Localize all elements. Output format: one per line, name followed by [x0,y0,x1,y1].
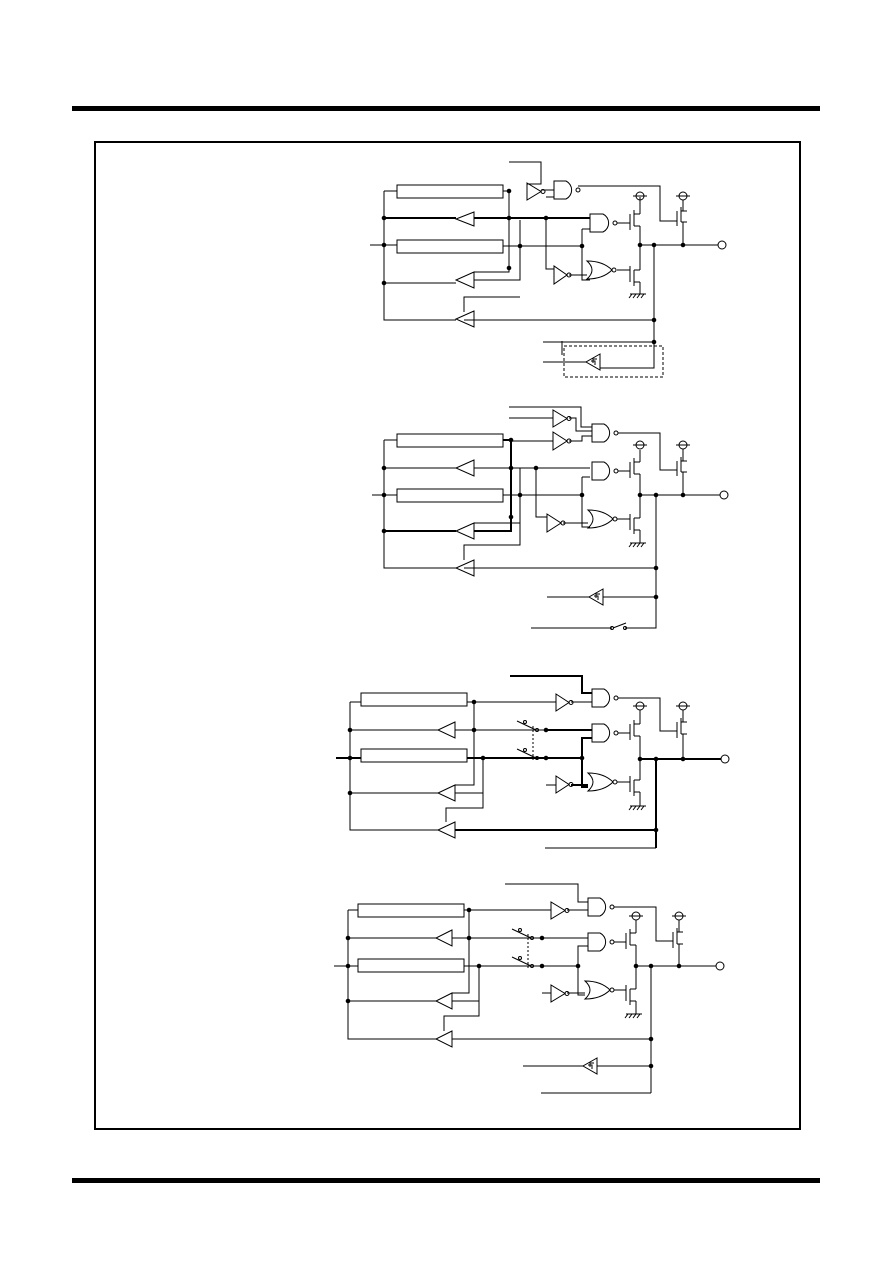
selector-switch-icon [512,929,534,969]
ground-icon [629,806,646,810]
transistor-icon [630,457,687,534]
nand-gate-icon [592,424,618,480]
buffer-icon [456,212,474,327]
ground-icon [625,1014,642,1018]
schmitt-buffer-icon [583,1058,597,1074]
junction-dots [346,908,681,1068]
pin-terminal [718,241,726,249]
circuit-1 [370,162,726,377]
nor-gate-icon [587,261,616,279]
wiring [372,407,720,628]
inverter-icon [551,902,569,1002]
wiring [336,676,721,848]
pin-terminal [720,491,728,499]
switch-icon [611,623,627,630]
supply-icon [633,702,690,710]
supply-icon [629,912,686,920]
ground-icon [629,294,646,298]
circuit-4 [334,884,724,1093]
nor-gate-icon [588,773,617,791]
nand-gate-icon [588,898,614,951]
bottom-rule [72,1178,820,1183]
junction-dots [382,189,685,344]
nor-gate-icon [588,510,617,528]
top-rule [72,106,820,111]
buffer-icon [456,460,474,576]
transistor-icon [626,928,683,1005]
pin-terminal [721,755,729,763]
supply-icon [633,192,690,200]
circuit-3 [336,676,729,848]
latch-register [361,693,467,762]
supply-icon [633,441,690,449]
selector-switch-icon [517,721,539,761]
wiring [334,884,716,1093]
inverter-icon [556,694,573,793]
nand-gate-icon [592,689,618,742]
figure-frame [94,141,801,1130]
transistor-icon [630,207,687,286]
transistor-icon [630,718,687,796]
pin-terminal [716,962,724,970]
junction-dots [382,438,685,599]
nor-gate-icon [585,981,614,999]
ground-icon [629,543,646,547]
schmitt-buffer-icon [586,354,600,370]
junction-dots [348,700,685,832]
circuit-2 [372,407,728,630]
nand-gate-icon [554,181,617,232]
inverter-icon [547,410,571,532]
schmitt-buffer-icon [589,589,603,605]
